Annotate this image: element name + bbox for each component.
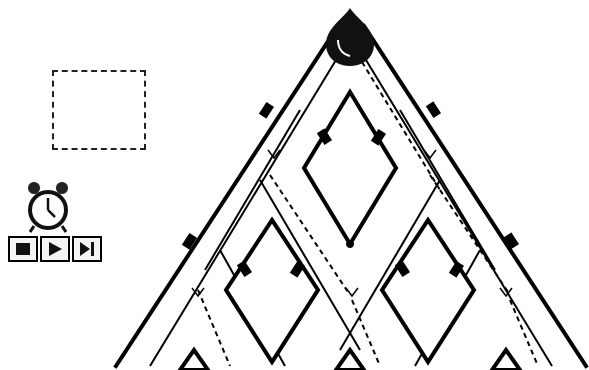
switch-gate[interactable]	[426, 101, 441, 118]
diamond-block-bottom	[492, 350, 520, 370]
junction-dot	[346, 240, 354, 248]
diamond-block	[226, 220, 318, 362]
diamond-block	[304, 92, 396, 244]
diamond-block	[382, 220, 474, 362]
left-outer-wall	[116, 26, 338, 366]
black-drop-marble[interactable]	[326, 8, 374, 66]
alt-path	[510, 300, 538, 366]
right-inner-rail	[366, 60, 552, 366]
switch-gate[interactable]	[259, 102, 274, 119]
direction-arrow	[346, 288, 358, 296]
diamond-block-bottom	[180, 350, 208, 370]
alt-path	[198, 290, 230, 366]
diamond-block-bottom	[336, 350, 364, 370]
